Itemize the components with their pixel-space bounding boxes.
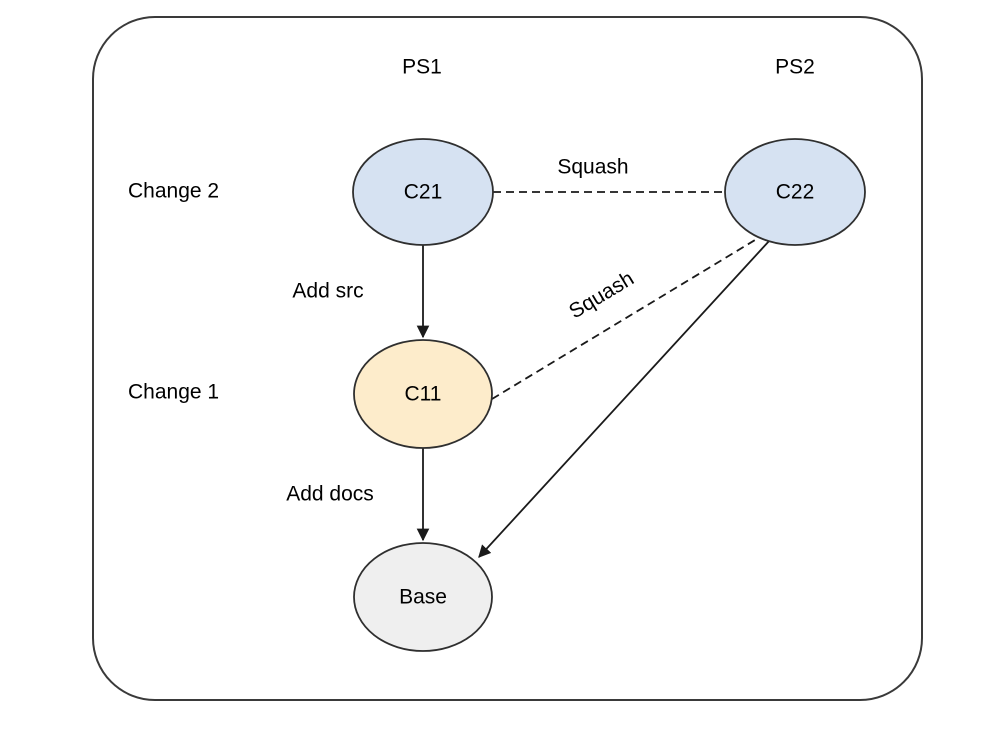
node-c22[interactable]: C22 (724, 138, 866, 246)
node-c22-label: C22 (776, 181, 815, 204)
row-label-change-1: Change 1 (128, 381, 219, 404)
row-label-change-2: Change 2 (128, 180, 219, 203)
node-c22-shape (724, 138, 866, 246)
edge-label-squash-horizontal: Squash (557, 156, 628, 179)
node-c21-label: C21 (404, 181, 443, 204)
node-c21-shape (352, 138, 494, 246)
diagram-container-border (92, 16, 923, 701)
node-c11-shape (353, 339, 493, 449)
edge-label-add-src: Add src (292, 280, 363, 303)
node-c11[interactable]: C11 (353, 339, 493, 449)
edge-c22-base (478, 239, 771, 558)
column-header-ps2: PS2 (775, 56, 815, 79)
node-c21[interactable]: C21 (352, 138, 494, 246)
node-base[interactable]: Base (353, 542, 493, 652)
node-base-shape (353, 542, 493, 652)
column-header-ps1: PS1 (402, 56, 442, 79)
node-c11-label: C11 (405, 383, 442, 406)
edge-label-add-docs: Add docs (286, 483, 374, 506)
edge-c11-c22-squash (491, 236, 761, 400)
node-base-label: Base (399, 586, 447, 609)
